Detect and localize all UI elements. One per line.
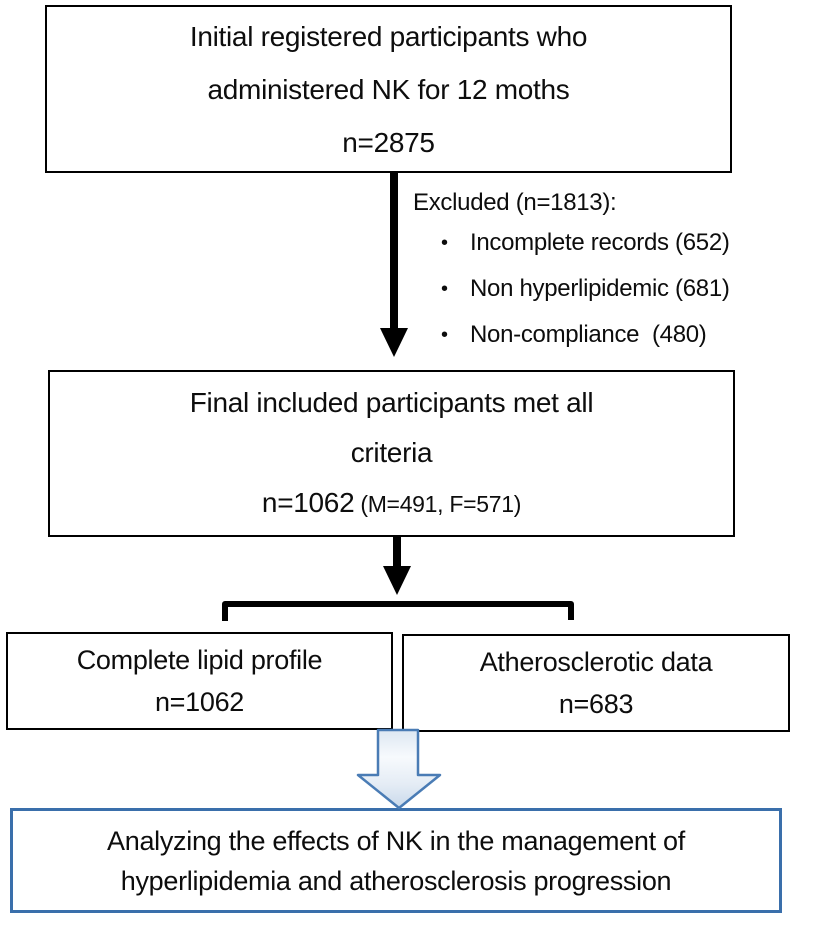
box-athero-label: Atherosclerotic data	[479, 647, 713, 677]
box-final-line1: Final included participants met all	[189, 387, 594, 418]
box-initial-participants: Initial registered participants who admi…	[45, 5, 732, 173]
bullet-icon: •	[441, 231, 448, 254]
box-analysis-line2: hyperlipidemia and atherosclerosis progr…	[120, 865, 672, 896]
box-initial-count: n=2875	[342, 126, 435, 158]
box-analysis-conclusion: Analyzing the effects of NK in the manag…	[10, 808, 782, 913]
excluded-item-label: Non hyperlipidemic (681)	[470, 275, 730, 302]
box-final-count: n=1062	[261, 487, 355, 518]
box-athero-count: n=683	[558, 689, 634, 719]
excluded-item: • Incomplete records (652)	[413, 220, 823, 266]
box-final-line2: criteria	[350, 437, 433, 468]
box-lipid-profile: Complete lipid profile n=1062	[6, 632, 393, 730]
box-atherosclerotic-data: Atherosclerotic data n=683	[402, 634, 790, 732]
bullet-icon: •	[441, 277, 448, 300]
split-bracket	[222, 601, 574, 621]
excluded-note: Excluded (n=1813): • Incomplete records …	[413, 186, 823, 358]
box-analysis-line1: Analyzing the effects of NK in the manag…	[107, 825, 685, 856]
blue-block-arrow-icon	[356, 728, 442, 810]
excluded-item-label: Incomplete records (652)	[470, 229, 730, 256]
box-lipid-label: Complete lipid profile	[76, 645, 323, 675]
box-final-count-line: n=1062(M=491, F=571)	[262, 478, 521, 529]
box-final-count-detail: (M=491, F=571)	[360, 491, 522, 517]
box-initial-line1: Initial registered participants who	[189, 20, 588, 52]
excluded-item-label: Non-compliance (480)	[470, 321, 707, 348]
excluded-item: • Non-compliance (480)	[413, 312, 823, 358]
excluded-item: • Non hyperlipidemic (681)	[413, 266, 823, 312]
excluded-title: Excluded (n=1813):	[413, 189, 617, 216]
box-lipid-count: n=1062	[154, 687, 245, 717]
box-initial-line2: administered NK for 12 moths	[207, 73, 570, 105]
bullet-icon: •	[441, 323, 448, 346]
down-arrow-1-icon	[380, 172, 408, 357]
box-final-participants: Final included participants met all crit…	[48, 370, 735, 537]
down-arrow-2-icon	[383, 537, 411, 595]
